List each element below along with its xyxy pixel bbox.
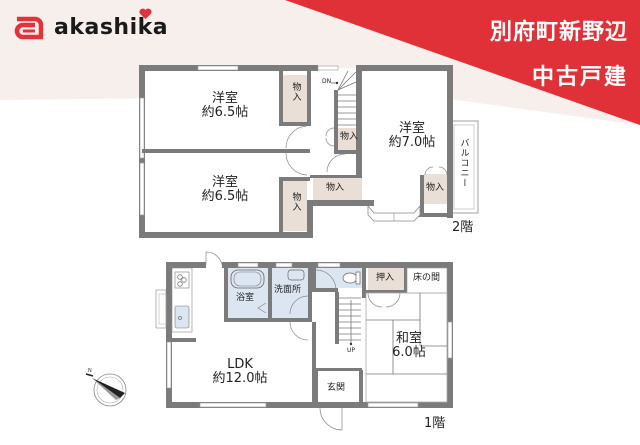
- stairs-2f: [337, 70, 357, 126]
- balcony-label: バルコニー: [458, 138, 469, 188]
- akashika-logo-mark-icon: [14, 16, 44, 40]
- stairs-down-label: DN: [322, 78, 332, 85]
- room-japanese: 和室 6.0帖: [374, 332, 444, 359]
- room-size: 約12.0帖: [212, 370, 268, 386]
- room-name: 洋室: [398, 121, 425, 136]
- room-name: 洋室: [211, 175, 238, 190]
- oshiire: [368, 268, 404, 290]
- heart-icon: [139, 8, 152, 20]
- brand-logo: akashika: [14, 14, 168, 42]
- oshiire-label: 押入: [376, 273, 395, 283]
- room-western-lower: 洋室 約6.5帖: [190, 176, 260, 203]
- storage-label: 物入: [290, 82, 301, 102]
- floor-2: [139, 65, 479, 238]
- red-banner: [285, 0, 640, 125]
- property-type-title: 中古戸建: [531, 65, 628, 90]
- floor-1-label: 1階: [424, 416, 446, 431]
- closet-7jo: [424, 174, 447, 204]
- storage-label: 物入: [426, 183, 445, 193]
- tatami-lines: [365, 292, 448, 403]
- closet-lower: [283, 181, 307, 231]
- floor-1: [155, 251, 453, 431]
- floor-2-label: 2階: [452, 220, 474, 235]
- storage-label: 物入: [290, 192, 301, 212]
- room-size: 約6.5帖: [201, 188, 249, 204]
- toilet-icon: [342, 272, 358, 284]
- wash-basin-icon: [287, 269, 305, 281]
- tokonoma-label: 床の間: [413, 273, 441, 283]
- room-ldk: LDK 約12.0帖: [200, 358, 280, 385]
- balcony: [449, 120, 479, 214]
- room-size: 約7.0帖: [388, 134, 436, 150]
- brand-name: akashika: [54, 15, 169, 40]
- bathroom-label: 浴室: [236, 293, 255, 303]
- room-western-right: 洋室 約7.0帖: [377, 122, 447, 149]
- room-name: 和室: [395, 331, 422, 346]
- storage-label: 物入: [340, 132, 359, 142]
- compass-icon: N: [85, 368, 127, 407]
- bathtub-icon: [230, 269, 265, 289]
- stairs-up-label: UP: [347, 347, 356, 354]
- room-size: 6.0帖: [392, 344, 426, 360]
- closet-hall: [313, 178, 362, 200]
- sink-icon: [174, 305, 190, 329]
- washroom-label: 洗面所: [274, 285, 302, 295]
- storage-label: 物入: [326, 183, 345, 193]
- svg-text:N: N: [88, 368, 92, 374]
- location-title: 別府町新野辺: [489, 20, 628, 45]
- genkan-label: 玄関: [327, 383, 346, 393]
- closet-upper: [283, 75, 307, 123]
- stairs-1f: [339, 297, 361, 343]
- room-size: 約6.5帖: [201, 104, 249, 120]
- room-western-upper: 洋室 約6.5帖: [190, 92, 260, 119]
- room-name: 洋室: [211, 91, 238, 106]
- room-name: LDK: [227, 357, 253, 372]
- closet-stairs: [338, 128, 356, 150]
- back-door: [205, 251, 223, 266]
